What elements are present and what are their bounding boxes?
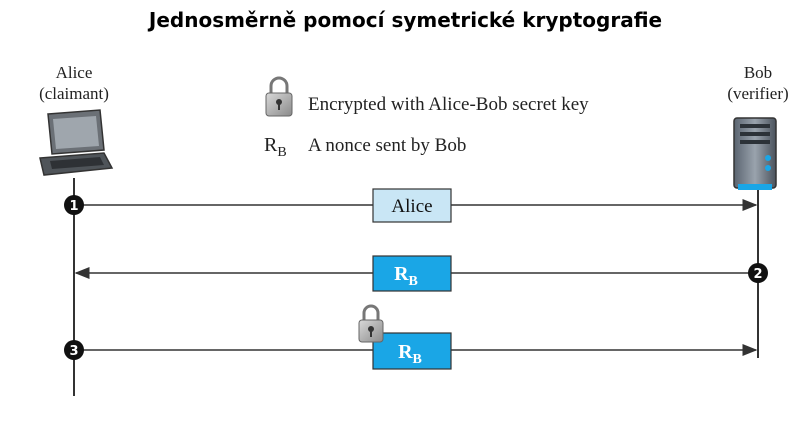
legend-nonce-symbol: RB — [264, 134, 287, 160]
legend-lock-icon — [265, 76, 293, 117]
message-1-box — [372, 188, 452, 223]
legend-nonce-text: A nonce sent by Bob — [308, 135, 466, 156]
laptop-icon — [39, 109, 114, 176]
diagram-title: Jednosměrně pomocí symetrické kryptograf… — [148, 8, 663, 32]
diagram-panel: Alice (claimant) Bob (verifier) Encrypte… — [12, 58, 798, 396]
server-icon — [733, 117, 777, 190]
alice-role: (claimant) — [39, 84, 109, 103]
message-3-box — [372, 332, 452, 370]
step-2-label: 2 — [753, 267, 762, 282]
sequence-diagram: Alice (claimant) Bob (verifier) Encrypte… — [39, 63, 789, 396]
bob-role: (verifier) — [727, 84, 788, 103]
alice-name: Alice — [56, 63, 93, 82]
step-3-marker — [64, 340, 84, 360]
step-2-marker — [748, 263, 768, 283]
message-2-text: RB — [394, 263, 418, 289]
message-1-text: Alice — [391, 196, 432, 217]
message-2-box — [372, 255, 452, 292]
step-1-label: 1 — [69, 199, 78, 214]
message-3-text: RB — [398, 341, 422, 367]
step-3-label: 3 — [69, 344, 78, 359]
bob-name: Bob — [744, 63, 772, 82]
legend-lock-text: Encrypted with Alice-Bob secret key — [308, 94, 589, 115]
message-3-lock-icon — [358, 304, 384, 343]
step-1-marker — [64, 195, 84, 215]
